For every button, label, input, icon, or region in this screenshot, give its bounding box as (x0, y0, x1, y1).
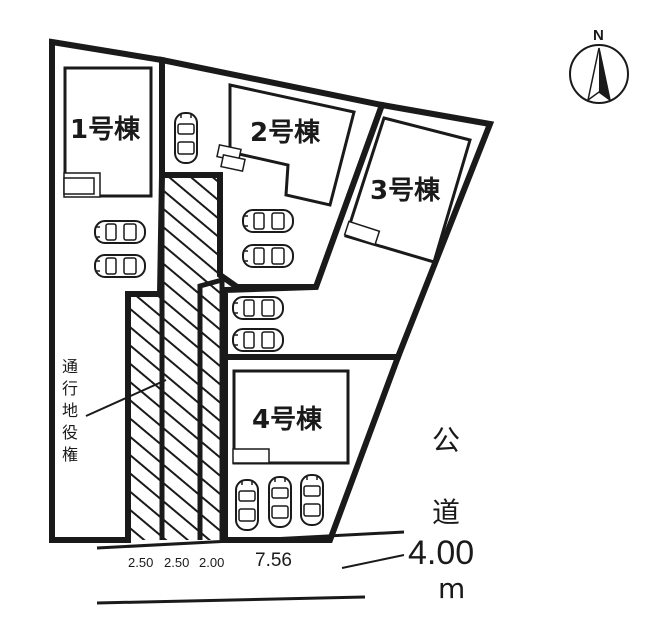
north-label: N (593, 27, 604, 44)
house-1 (63, 66, 153, 198)
dimension-easement-1: 2.50 (128, 555, 153, 570)
svg-text:権: 権 (62, 445, 78, 464)
house-3 (343, 116, 472, 264)
easement-label: 通 行 地 役 権 (62, 357, 78, 464)
easement-hatching (130, 175, 220, 540)
house-3-label: 3号棟 (370, 176, 441, 206)
road-width-leader (341, 554, 405, 569)
road-width-unit: m (438, 572, 465, 605)
svg-text:地: 地 (62, 401, 78, 420)
svg-text:通: 通 (62, 357, 78, 376)
road-edge-near (96, 530, 405, 550)
road-label-char-2: 道 (432, 496, 460, 529)
svg-text:役: 役 (62, 423, 78, 442)
house-2-label: 2号棟 (250, 118, 321, 148)
easement-outlines (159, 175, 225, 540)
road-width: 4.00 (408, 534, 474, 572)
house-4 (232, 369, 350, 465)
house-4-label: 4号棟 (252, 405, 323, 435)
dimension-easement-3: 2.00 (199, 555, 224, 570)
svg-text:行: 行 (62, 379, 78, 398)
north-arrow (569, 44, 629, 104)
road-edge-far (96, 595, 366, 605)
house-2 (216, 83, 356, 207)
road-label-char-1: 公 (432, 424, 460, 457)
easement-leader (85, 379, 167, 417)
dimension-easement-2: 2.50 (164, 555, 189, 570)
dimension-frontage: 7.56 (255, 550, 292, 571)
house-1-label: 1号棟 (70, 115, 141, 145)
